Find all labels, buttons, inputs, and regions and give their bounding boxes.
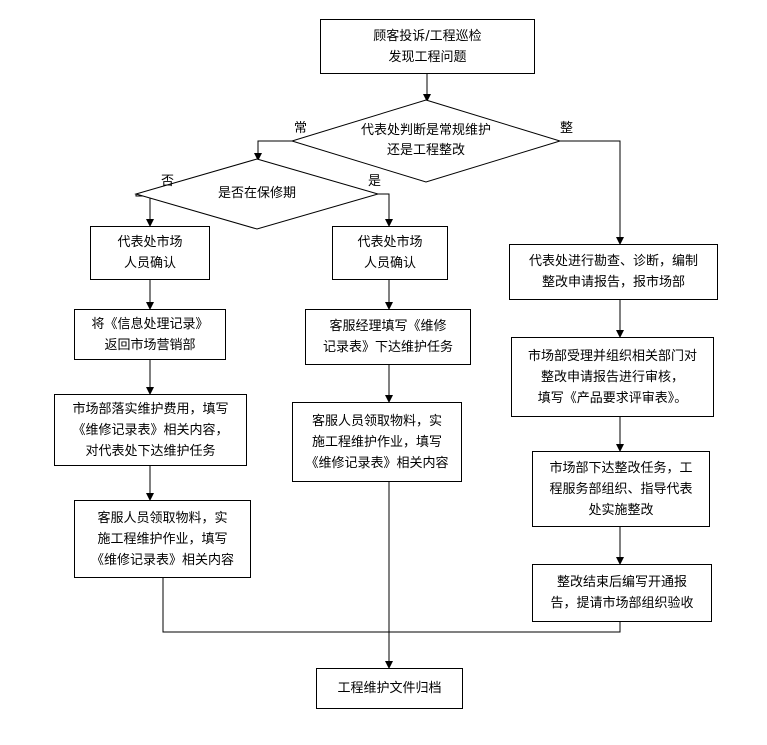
left-implement-cost-box: 市场部落实维护费用，填写 《维修记录表》相关内容， 对代表处下达维护任务 [54,394,247,466]
middle-service-work-line2: 施工程维护作业，填写 [311,434,442,450]
right-review-box: 市场部受理并组织相关部门对 整改申请报告进行审核， 填写《产品要求评审表》。 [511,337,714,417]
label-yes: 是 [368,174,382,189]
right-survey-line2: 整改申请报告，报市场部 [541,275,685,290]
decision-warranty-label: 是否在保修期 [217,186,296,201]
left-implement-cost-line3: 对代表处下达维护任务 [85,443,216,459]
end-label: 工程维护文件归档 [337,681,442,696]
right-assign-line1: 市场部下达整改任务，工 [549,460,693,476]
start-box: 顾客投诉/工程巡检 发现工程问题 [320,19,535,74]
middle-manager-fill-line1: 客服经理填写《维修 [329,319,447,334]
right-report-line2: 告，提请市场部组织验收 [550,596,694,611]
end-box: 工程维护文件归档 [316,668,463,709]
right-review-line3: 填写《产品要求评审表》。 [537,390,688,406]
right-report-box: 整改结束后编写开通报 告，提请市场部组织验收 [532,564,712,622]
middle-manager-fill-line2: 记录表》下达维护任务 [322,340,453,355]
decision-main-line1: 代表处判断是常规维护 [360,123,491,138]
left-implement-cost-line2: 《维修记录表》相关内容， [72,422,229,438]
middle-confirm-box: 代表处市场 人员确认 [332,226,448,280]
left-service-work-box: 客服人员领取物料，实 施工程维护作业，填写 《维修记录表》相关内容 [74,500,251,578]
left-service-work-line1: 客服人员领取物料，实 [97,510,228,526]
left-confirm-line1: 代表处市场 [117,235,183,250]
right-report-line1: 整改结束后编写开通报 [556,575,687,590]
decision-main-diamond [290,99,562,183]
left-service-work-line2: 施工程维护作业，填写 [97,531,228,547]
right-review-line1: 市场部受理并组织相关部门对 [527,348,697,364]
decision-warranty-diamond [134,158,380,230]
label-no: 否 [161,174,175,189]
right-review-line2: 整改申请报告进行审核， [540,369,684,385]
left-return-record-box: 将《信息处理记录》 返回市场营销部 [74,309,226,360]
right-assign-line2: 程服务部组织、指导代表 [549,481,693,497]
left-confirm-box: 代表处市场 人员确认 [90,226,210,280]
decision-main-text: 代表处判断是常规维护 还是工程整改 [326,121,526,161]
left-service-work-line3: 《维修记录表》相关内容 [90,552,234,568]
right-assign-line3: 处实施整改 [588,502,654,518]
left-return-record-line2: 返回市场营销部 [104,337,196,353]
right-survey-line1: 代表处进行勘查、诊断，编制 [528,254,698,269]
start-line2: 发现工程问题 [388,49,467,65]
start-line1: 顾客投诉/工程巡检 [373,28,482,44]
middle-service-work-line1: 客服人员领取物料，实 [311,413,442,429]
middle-service-work-box: 客服人员领取物料，实 施工程维护作业，填写 《维修记录表》相关内容 [292,402,462,482]
left-confirm-line2: 人员确认 [123,256,176,271]
middle-confirm-line1: 代表处市场 [357,235,423,250]
decision-warranty-text: 是否在保修期 [187,184,327,204]
left-implement-cost-line1: 市场部落实维护费用，填写 [72,401,229,417]
middle-manager-fill-box: 客服经理填写《维修 记录表》下达维护任务 [305,309,471,365]
right-survey-box: 代表处进行勘查、诊断，编制 整改申请报告，报市场部 [509,244,718,300]
label-rectify: 整 [560,121,574,136]
middle-confirm-line2: 人员确认 [363,256,416,271]
middle-service-work-line3: 《维修记录表》相关内容 [305,455,449,471]
left-return-record-line1: 将《信息处理记录》 [91,316,209,332]
decision-main-line2: 还是工程整改 [386,143,465,158]
label-routine: 常 [294,121,308,136]
right-assign-box: 市场部下达整改任务，工 程服务部组织、指导代表 处实施整改 [532,451,710,527]
